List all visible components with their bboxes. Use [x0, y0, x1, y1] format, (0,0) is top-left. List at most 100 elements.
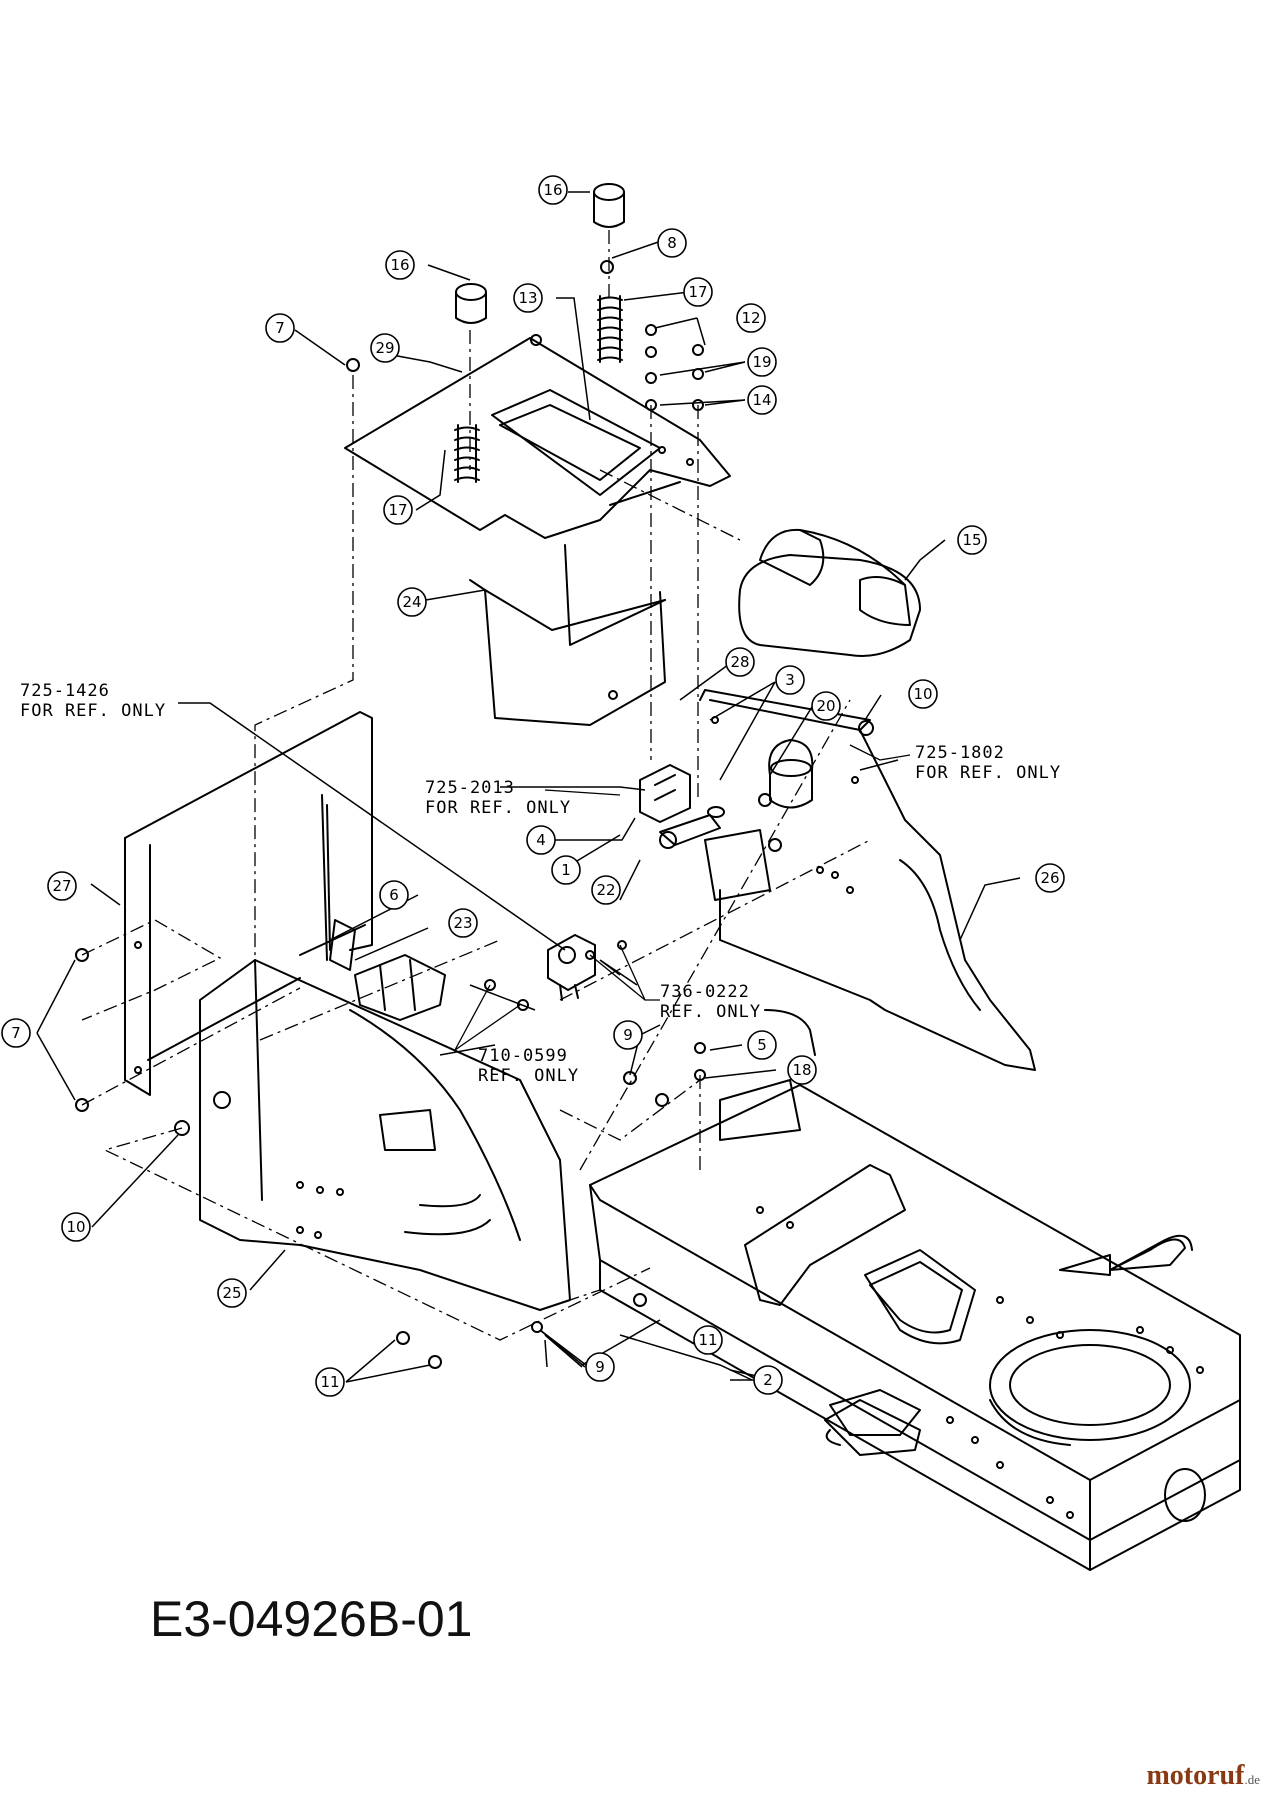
left-rear-panel	[124, 711, 373, 1096]
note-725-1802-part: 725-1802	[915, 743, 1005, 763]
callout-label-10: 10	[913, 685, 932, 703]
note-725-2013-part: 725-2013	[425, 778, 515, 798]
callout-circle-14	[747, 385, 777, 415]
ignition-switch	[547, 934, 596, 1001]
callout-label-24: 24	[402, 593, 421, 611]
note-725-1802-ref: FOR REF. ONLY	[915, 763, 1061, 783]
callout-circle-10	[61, 1212, 91, 1242]
callout-label-22: 22	[596, 881, 615, 899]
callout-label-9: 9	[595, 1358, 605, 1376]
callout-label-25: 25	[222, 1284, 241, 1302]
callout-label-4: 4	[536, 831, 546, 849]
callout-circle-12	[736, 303, 766, 333]
callout-circle-17	[383, 495, 413, 525]
callout-label-11: 11	[698, 1331, 717, 1349]
callout-circle-11	[693, 1325, 723, 1355]
seat-spring-left	[454, 424, 480, 483]
note-710-0599-ref: REF. ONLY	[478, 1066, 579, 1086]
callout-circle-2	[753, 1365, 783, 1395]
rear-hitch-left	[824, 1399, 921, 1456]
watermark-tld: .de	[1244, 1772, 1260, 1787]
seat-bumper-top	[593, 183, 625, 228]
callout-circle-7	[265, 313, 295, 343]
hardware-stack	[346, 260, 704, 411]
callout-label-23: 23	[453, 914, 472, 932]
callout-circle-9	[585, 1352, 615, 1382]
seat-part	[738, 528, 921, 657]
seat-bumper-left	[455, 283, 487, 324]
callout-circle-16	[385, 250, 415, 280]
pto-bracket	[354, 954, 446, 1021]
callout-label-11: 11	[320, 1373, 339, 1391]
alignment-guides	[81, 230, 871, 1341]
callout-label-3: 3	[785, 671, 795, 689]
callout-label-20: 20	[816, 697, 835, 715]
callout-label-14: 14	[752, 391, 771, 409]
callout-label-9: 9	[623, 1026, 633, 1044]
callout-label-18: 18	[792, 1061, 811, 1079]
callout-circle-24	[397, 587, 427, 617]
callout-label-6: 6	[389, 886, 399, 904]
note-710-0599-part: 710-0599	[478, 1046, 568, 1066]
callout-circle-22	[591, 875, 621, 905]
callout-label-17: 17	[388, 501, 407, 519]
callout-circle-26	[1035, 863, 1065, 893]
callout-label-12: 12	[741, 309, 760, 327]
callout-circle-3	[775, 665, 805, 695]
callout-circle-4	[526, 825, 556, 855]
callout-circle-8	[657, 228, 687, 258]
callout-circle-20	[811, 691, 841, 721]
callout-circle-18	[787, 1055, 817, 1085]
callout-circle-25	[217, 1278, 247, 1308]
callout-circle-17	[683, 277, 713, 307]
callout-label-7: 7	[11, 1024, 21, 1042]
callout-label-16: 16	[543, 181, 562, 199]
callout-label-29: 29	[375, 339, 394, 357]
watermark-name: motoruf	[1146, 1760, 1245, 1791]
loose-fasteners	[75, 720, 874, 1369]
callout-circle-28	[725, 647, 755, 677]
callout-label-27: 27	[52, 877, 71, 895]
callout-label-8: 8	[667, 234, 677, 252]
callout-circle-19	[747, 347, 777, 377]
callout-circle-13	[513, 283, 543, 313]
callout-circle-9	[613, 1020, 643, 1050]
callout-circle-29	[370, 333, 400, 363]
callout-circle-6	[379, 880, 409, 910]
callout-label-7: 7	[275, 319, 285, 337]
knob-part	[659, 806, 725, 849]
callout-circle-23	[448, 908, 478, 938]
callout-circle-16	[538, 175, 568, 205]
callout-label-26: 26	[1040, 869, 1059, 887]
note-725-1426-part: 725-1426	[20, 681, 110, 701]
rear-hitch-right	[1109, 1234, 1193, 1271]
callout-label-15: 15	[962, 531, 981, 549]
note-leaders	[454, 744, 911, 1051]
callout-circle-15	[957, 525, 987, 555]
callout-label-19: 19	[752, 353, 771, 371]
callout-circle-11	[315, 1367, 345, 1397]
callout-circle-1	[551, 855, 581, 885]
callout-circle-5	[747, 1030, 777, 1060]
callout-label-16: 16	[390, 256, 409, 274]
note-725-2013-ref: FOR REF. ONLY	[425, 798, 571, 818]
switch-cap	[768, 739, 814, 809]
callout-label-1: 1	[561, 861, 571, 879]
console-panel	[699, 689, 1036, 1071]
callout-label-2: 2	[763, 1371, 773, 1389]
callout-label-5: 5	[757, 1036, 767, 1054]
callout-label-17: 17	[688, 283, 707, 301]
diagram-code: E3-04926B-01	[150, 1591, 473, 1647]
callout-label-13: 13	[518, 289, 537, 307]
note-736-0222-ref: REF. ONLY	[660, 1002, 761, 1022]
callout-circle-27	[47, 871, 77, 901]
seat-bracket-part	[469, 544, 666, 726]
callout-circle-7	[1, 1018, 31, 1048]
callout-circle-10	[908, 679, 938, 709]
note-736-0222-part: 736-0222	[660, 982, 750, 1002]
note-725-1426-ref: FOR REF. ONLY	[20, 701, 166, 721]
main-frame	[589, 1079, 1241, 1571]
